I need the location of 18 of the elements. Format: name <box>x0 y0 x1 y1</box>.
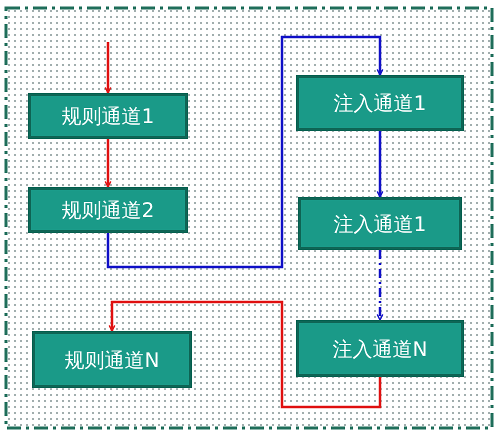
box-label: 注入通道1 <box>334 90 426 117</box>
arrow <box>104 42 112 94</box>
box-label: 规则通道N <box>64 346 160 374</box>
process-box <box>28 93 188 139</box>
process-box <box>296 75 464 131</box>
arrow <box>376 131 384 198</box>
process-box <box>28 187 188 233</box>
arrow <box>106 36 384 268</box>
process-box <box>296 320 464 377</box>
arrow <box>376 250 384 321</box>
box-label: 注入通道1 <box>334 210 426 238</box>
arrow <box>108 300 382 408</box>
process-box <box>298 197 462 250</box>
box-label: 注入通道N <box>332 336 428 362</box>
box-label: 规则通道1 <box>62 103 154 130</box>
arrow <box>104 139 112 188</box>
process-box <box>32 331 192 388</box>
box-label: 规则通道2 <box>62 197 154 224</box>
